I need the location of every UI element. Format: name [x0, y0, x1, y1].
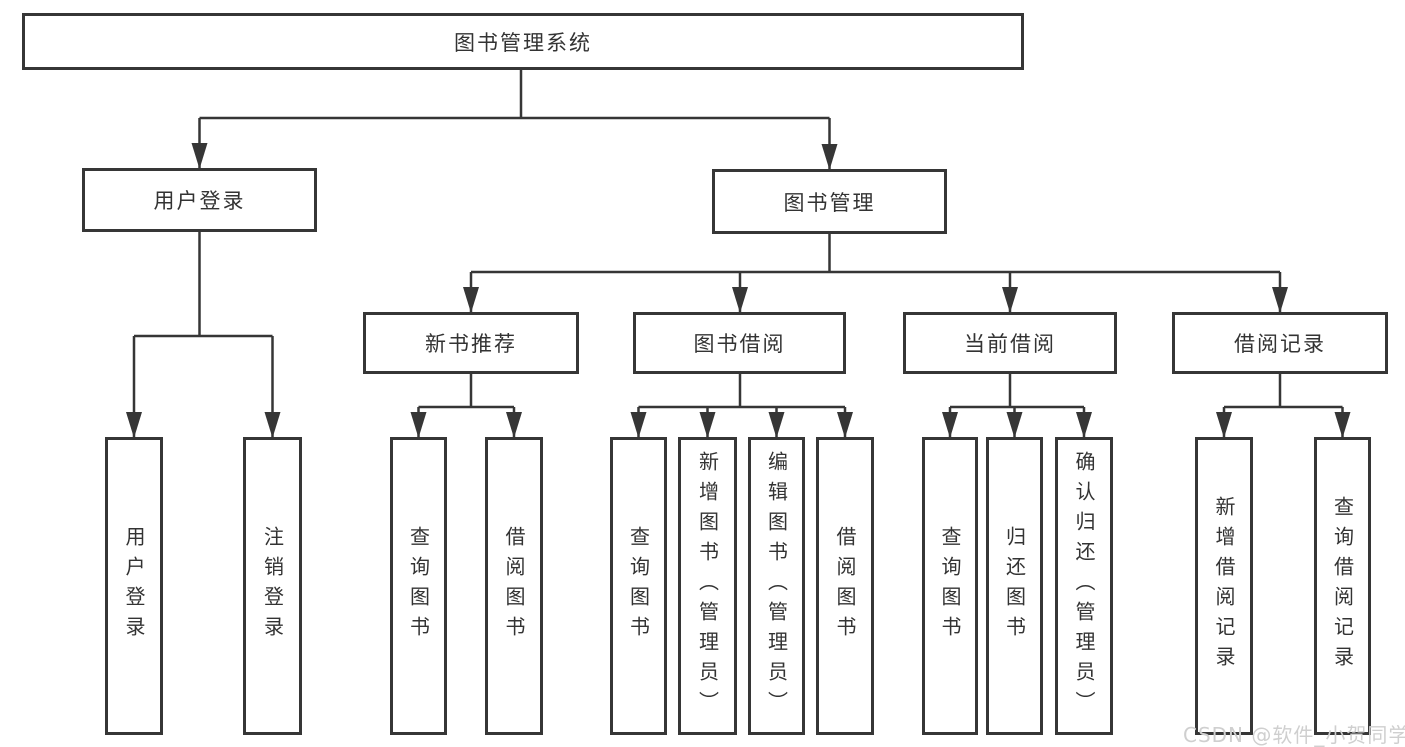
node-book-management-label: 图书管理	[783, 190, 876, 215]
leaf-cb-confirm-return-admin: 确认归还（管理员）	[1055, 437, 1113, 735]
leaf-br-add-record-label: 新增借阅记录	[1212, 496, 1236, 676]
leaf-bb-borrow-books: 借阅图书	[816, 437, 874, 735]
leaf-bb-query-books: 查询图书	[610, 437, 667, 735]
node-borrowing-records: 借阅记录	[1172, 312, 1388, 374]
node-root-library-system: 图书管理系统	[22, 13, 1024, 70]
leaf-nbr-query-books-label: 查询图书	[406, 526, 431, 646]
leaf-bb-borrow-books-label: 借阅图书	[833, 526, 857, 646]
leaf-bb-query-books-label: 查询图书	[626, 526, 651, 646]
leaf-br-add-record: 新增借阅记录	[1195, 437, 1253, 735]
node-current-borrowing-label: 当前借阅	[964, 332, 1056, 356]
leaf-nbr-borrow-books: 借阅图书	[485, 437, 543, 735]
leaf-user-login: 用户登录	[105, 437, 163, 735]
node-book-borrowing: 图书借阅	[633, 312, 846, 374]
csdn-watermark: CSDN @软件_小贺同学	[1183, 723, 1405, 747]
node-current-borrowing: 当前借阅	[903, 312, 1117, 374]
leaf-bb-add-books-admin-label: 新增图书（管理员）	[695, 451, 720, 721]
leaf-user-login-label: 用户登录	[122, 526, 146, 646]
node-new-book-recommend: 新书推荐	[363, 312, 579, 374]
leaf-nbr-borrow-books-label: 借阅图书	[502, 526, 526, 646]
leaf-cb-query-books: 查询图书	[922, 437, 978, 735]
node-book-management-module: 图书管理	[712, 169, 947, 234]
node-user-login-module-label: 用户登录	[153, 189, 246, 213]
leaf-cb-return-books-label: 归还图书	[1002, 526, 1027, 646]
leaf-cb-query-books-label: 查询图书	[938, 526, 962, 646]
leaf-cb-confirm-return-admin-label: 确认归还（管理员）	[1072, 451, 1096, 721]
node-borrowing-records-label: 借阅记录	[1234, 332, 1326, 356]
leaf-bb-add-books-admin: 新增图书（管理员）	[678, 437, 737, 735]
leaf-bb-edit-books-admin-label: 编辑图书（管理员）	[764, 451, 789, 721]
leaf-bb-edit-books-admin: 编辑图书（管理员）	[748, 437, 805, 735]
node-user-login-module: 用户登录	[82, 168, 317, 232]
leaf-br-query-record: 查询借阅记录	[1314, 437, 1371, 735]
node-book-borrowing-label: 图书借阅	[693, 332, 786, 356]
leaf-cb-return-books: 归还图书	[986, 437, 1043, 735]
node-new-book-recommend-label: 新书推荐	[425, 332, 517, 356]
leaf-logout-label: 注销登录	[260, 526, 285, 646]
node-root-label: 图书管理系统	[454, 30, 592, 55]
leaf-nbr-query-books: 查询图书	[390, 437, 447, 735]
leaf-logout: 注销登录	[243, 437, 302, 735]
leaf-br-query-record-label: 查询借阅记录	[1330, 496, 1355, 676]
